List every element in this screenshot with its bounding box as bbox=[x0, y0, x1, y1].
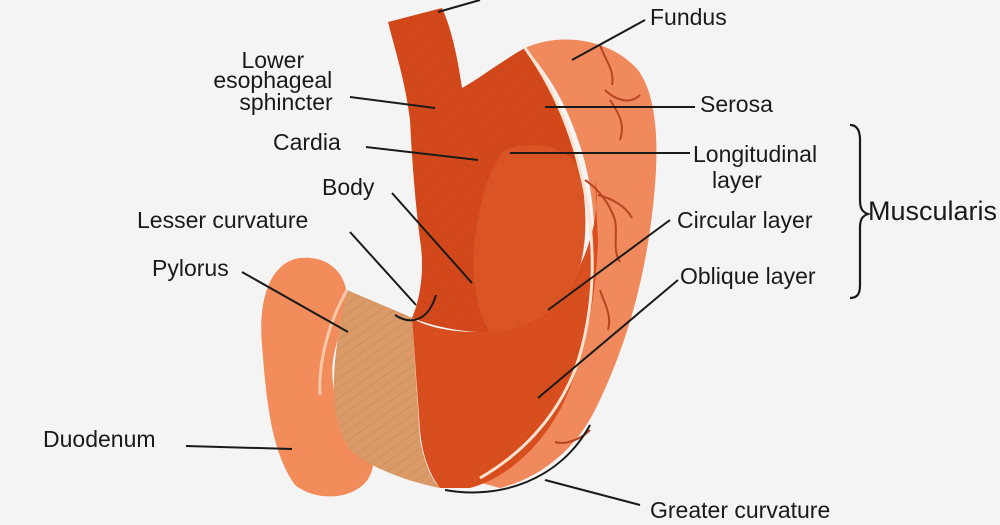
label-longitudinal-layer-line2: layer bbox=[712, 167, 762, 193]
muscularis-brace bbox=[849, 123, 872, 300]
label-fundus: Fundus bbox=[650, 4, 727, 30]
label-greater-curvature: Greater curvature bbox=[650, 497, 830, 523]
label-lower-esophageal-sphincter: Lower esophageal sphincter bbox=[213, 47, 338, 115]
label-lower-esophageal-sphincter-line1: Lower bbox=[241, 47, 304, 73]
greater-curvature-arc bbox=[444, 424, 591, 494]
label-oblique-layer: Oblique layer bbox=[680, 263, 816, 289]
serosa-edge bbox=[479, 47, 594, 480]
label-body: Body bbox=[322, 174, 375, 200]
blood-vessels bbox=[554, 44, 641, 444]
serosa-shape bbox=[470, 39, 657, 488]
pylorus-ring bbox=[318, 289, 349, 396]
lesser-curvature-arc bbox=[394, 294, 437, 322]
label-muscularis: Muscularis bbox=[868, 196, 997, 226]
label-lower-esophageal-sphincter-line2: esophageal bbox=[213, 67, 332, 93]
oblique-layer-shape bbox=[412, 180, 598, 488]
label-circular-layer: Circular layer bbox=[677, 207, 813, 233]
label-cardia: Cardia bbox=[273, 129, 341, 155]
label-serosa: Serosa bbox=[700, 91, 773, 117]
label-longitudinal-layer-line1: Longitudinal bbox=[693, 141, 817, 167]
label-pylorus: Pylorus bbox=[152, 255, 229, 281]
label-duodenum: Duodenum bbox=[43, 426, 156, 452]
label-longitudinal-layer: Longitudinal layer bbox=[693, 141, 823, 193]
pylorus-shape bbox=[333, 290, 440, 488]
leader-lines bbox=[185, 0, 695, 506]
circular-layer-shape bbox=[473, 145, 586, 332]
label-lower-esophageal-sphincter-line3: sphincter bbox=[239, 89, 333, 115]
label-lesser-curvature: Lesser curvature bbox=[137, 207, 308, 233]
